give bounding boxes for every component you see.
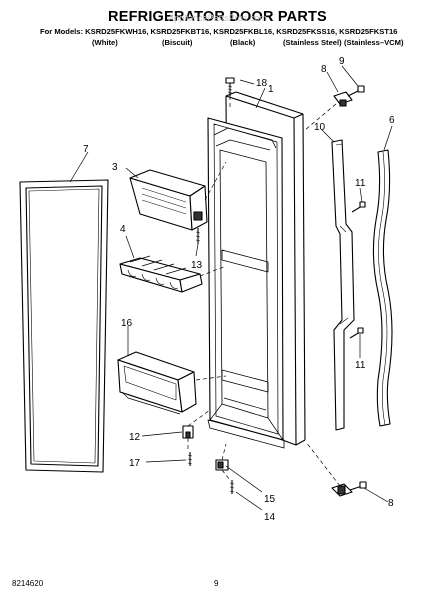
- egg-tray: [119, 255, 203, 293]
- guide-line: [195, 375, 227, 381]
- door-bin: [117, 351, 197, 415]
- callout-16: 16: [121, 318, 133, 329]
- guide-line: [305, 441, 341, 487]
- callout-4: 4: [120, 224, 126, 235]
- door-panel: [207, 91, 306, 449]
- callout-11-upper: 11: [355, 178, 366, 189]
- handle-bracket-bottom: [331, 481, 367, 497]
- color-stainless-steel: (Stainless Steel): [283, 38, 342, 47]
- callout-8-top: 8: [321, 64, 327, 75]
- color-biscuit: (Biscuit): [162, 38, 193, 47]
- handle-trim: [372, 149, 393, 427]
- page-number: 9: [214, 579, 219, 588]
- guide-line: [221, 443, 227, 461]
- handle-bracket-top: [333, 91, 353, 107]
- color-white: (White): [92, 38, 118, 47]
- page-title: REFRIGERATOR DOOR PARTS: [108, 9, 327, 25]
- guide-line: [204, 161, 227, 201]
- callout-1: 1: [268, 84, 274, 95]
- guide-line: [199, 265, 227, 277]
- callout-13: 13: [191, 260, 203, 271]
- callout-6: 6: [389, 115, 395, 126]
- callout-10: 10: [314, 122, 326, 133]
- callout-11-lower: 11: [355, 360, 366, 371]
- door-handle-left: [331, 139, 355, 431]
- hinge-bushing: [182, 425, 194, 439]
- color-black: (Black): [230, 38, 256, 47]
- callout-7: 7: [83, 144, 89, 155]
- guide-line: [187, 409, 211, 427]
- callout-15: 15: [264, 494, 276, 505]
- handle-screw-lower: [349, 327, 364, 339]
- dairy-compartment: [129, 169, 208, 231]
- top-screw: [225, 77, 235, 96]
- door-gasket: [19, 179, 109, 473]
- guide-line: [221, 469, 231, 481]
- handle-screw-upper: [351, 201, 366, 213]
- callout-3: 3: [112, 162, 118, 173]
- door-stop-screw: [229, 480, 235, 494]
- callout-12: 12: [129, 432, 141, 443]
- color-stainless-vcm: (Stainless–VCM): [344, 38, 404, 47]
- callout-14: 14: [264, 512, 276, 523]
- callout-17: 17: [129, 458, 141, 469]
- callout-18: 18: [256, 78, 268, 89]
- callout-9: 9: [339, 56, 345, 67]
- callout-8-bottom: 8: [388, 498, 394, 509]
- model-list: For Models: KSRD25FKWH16, KSRD25FKBT16, …: [40, 27, 398, 36]
- door-stop: [215, 459, 229, 471]
- bracket-screw: [347, 85, 365, 97]
- dairy-screw: [195, 228, 201, 244]
- part-number: 8214620: [12, 579, 44, 588]
- hinge-screw: [187, 452, 193, 466]
